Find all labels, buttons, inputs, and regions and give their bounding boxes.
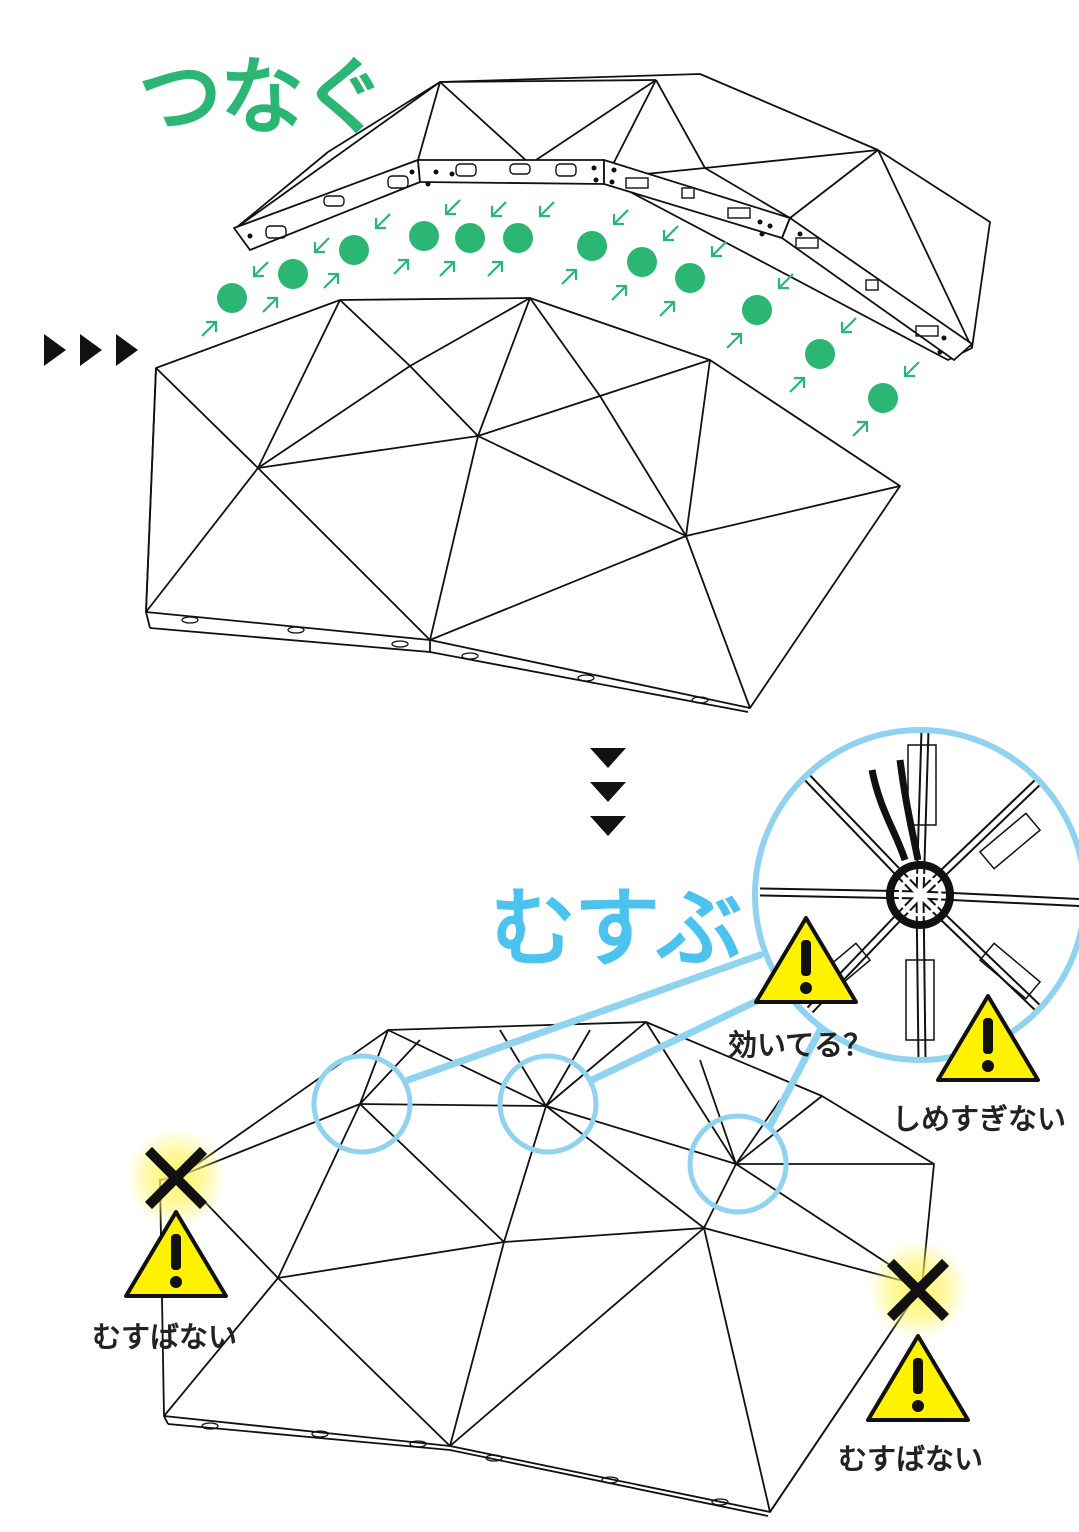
assembled-dome-base-clips xyxy=(201,1422,729,1506)
warning-label-check-tight: 効いてる？ xyxy=(728,1028,873,1062)
warning-label-right-corner: むすばない xyxy=(838,1442,984,1476)
green-dot-with-arrows-icon xyxy=(852,361,920,437)
connector-dots xyxy=(201,199,920,437)
warning-triangle-icon xyxy=(754,916,858,1004)
warning-triangle-icon xyxy=(866,1334,970,1422)
green-dot-with-arrows-icon xyxy=(561,209,629,285)
strip-clips xyxy=(265,163,939,337)
green-dot-with-arrows-icon xyxy=(611,225,679,301)
warning-label-left-corner: むすばない xyxy=(92,1320,238,1354)
green-dot-with-arrows-icon xyxy=(659,241,727,317)
green-dot-with-arrows-icon xyxy=(262,237,330,313)
green-dot-with-arrows-icon xyxy=(201,261,269,337)
warning-triangle-icon xyxy=(936,994,1040,1082)
magnified-joint-detail xyxy=(752,727,1079,1063)
lower-dome-base-clips xyxy=(181,616,709,704)
warning-label-not-too-tight: しめすぎない xyxy=(892,1102,1067,1136)
tie-title: むすぶ xyxy=(490,879,742,979)
green-dot-with-arrows-icon xyxy=(726,273,794,349)
green-dot-with-arrows-icon xyxy=(323,213,391,289)
lower-dome xyxy=(145,297,901,713)
green-dot-with-arrows-icon xyxy=(393,199,461,275)
x-mark-icon xyxy=(144,1146,208,1210)
triple-down-arrow-icon xyxy=(590,748,626,836)
strip-holes xyxy=(247,165,947,355)
triple-right-arrow-icon xyxy=(44,334,138,366)
warning-triangles xyxy=(124,916,1040,1422)
green-dot-with-arrows-icon xyxy=(439,201,507,277)
connect-title: つなぐ xyxy=(138,48,386,146)
magnify-circle-icon xyxy=(311,1053,789,1215)
assembled-dome xyxy=(159,1021,935,1517)
cable-tie-icon xyxy=(868,759,954,929)
x-mark-icon xyxy=(886,1258,950,1322)
warning-triangle-icon xyxy=(124,1210,228,1298)
green-dot-with-arrows-icon xyxy=(487,201,555,277)
green-dot-with-arrows-icon xyxy=(789,317,857,393)
